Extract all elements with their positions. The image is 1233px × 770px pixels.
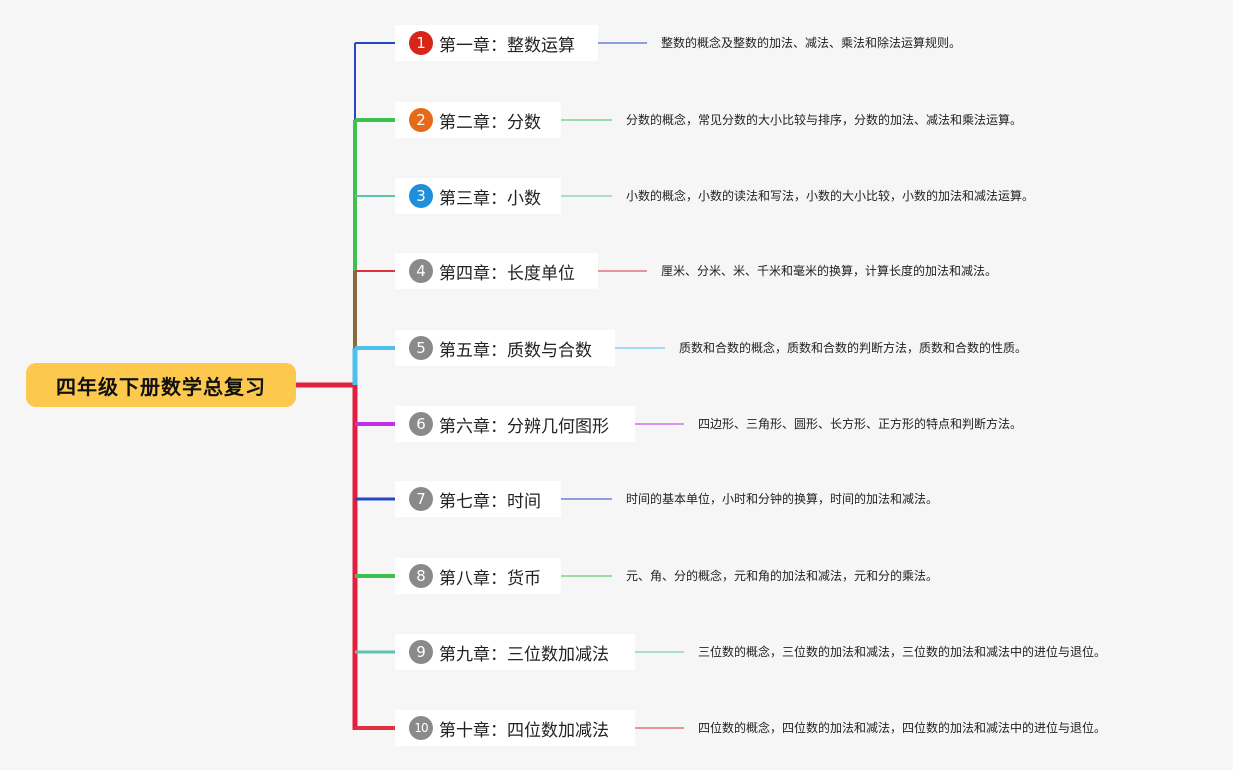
chapter-node-5[interactable]: 5 第五章：质数与合数 [395,330,615,366]
chapter-number-badge: 6 [409,412,433,436]
chapter-node-6[interactable]: 6 第六章：分辨几何图形 [395,406,635,442]
chapter-description-10[interactable]: 四位数的概念，四位数的加法和减法，四位数的加法和减法中的进位与退位。 [698,721,1107,735]
chapter-description-4[interactable]: 厘米、分米、米、千米和毫米的换算，计算长度的加法和减法。 [661,264,998,278]
chapter-title: 第一章：整数运算 [439,35,575,56]
chapter-node-8[interactable]: 8 第八章：货币 [395,558,561,594]
chapter-number-badge: 3 [409,184,433,208]
chapter-title: 第六章：分辨几何图形 [439,416,609,437]
chapter-number-badge: 9 [409,640,433,664]
chapter-node-9[interactable]: 9 第九章：三位数加减法 [395,634,635,670]
chapter-number-badge: 5 [409,336,433,360]
chapter-title: 第九章：三位数加减法 [439,644,609,665]
chapter-title: 第二章：分数 [439,112,541,133]
chapter-node-1[interactable]: 1 第一章：整数运算 [395,25,598,61]
chapter-number-badge: 1 [409,31,433,55]
chapter-title: 第四章：长度单位 [439,263,575,284]
chapter-number-badge: 10 [409,716,433,740]
chapter-description-7[interactable]: 时间的基本单位，小时和分钟的换算，时间的加法和减法。 [626,492,939,506]
chapter-node-4[interactable]: 4 第四章：长度单位 [395,253,598,289]
chapter-number-badge: 8 [409,564,433,588]
chapter-node-3[interactable]: 3 第三章：小数 [395,178,561,214]
chapter-node-2[interactable]: 2 第二章：分数 [395,102,561,138]
chapter-description-9[interactable]: 三位数的概念，三位数的加法和减法，三位数的加法和减法中的进位与退位。 [698,645,1107,659]
root-topic[interactable]: 四年级下册数学总复习 [26,363,296,407]
chapter-title: 第八章：货币 [439,568,541,589]
chapter-title: 第七章：时间 [439,491,541,512]
chapter-description-3[interactable]: 小数的概念，小数的读法和写法，小数的大小比较，小数的加法和减法运算。 [626,189,1035,203]
chapter-description-5[interactable]: 质数和合数的概念，质数和合数的判断方法，质数和合数的性质。 [679,341,1028,355]
chapter-number-badge: 4 [409,259,433,283]
chapter-description-2[interactable]: 分数的概念，常见分数的大小比较与排序，分数的加法、减法和乘法运算。 [626,113,1023,127]
chapter-title: 第十章：四位数加减法 [439,720,609,741]
root-title: 四年级下册数学总复习 [56,374,266,399]
chapter-description-1[interactable]: 整数的概念及整数的加法、减法、乘法和除法运算规则。 [661,36,962,50]
chapter-node-7[interactable]: 7 第七章：时间 [395,481,561,517]
chapter-title: 第三章：小数 [439,188,541,209]
chapter-title: 第五章：质数与合数 [439,340,592,361]
chapter-number-badge: 2 [409,108,433,132]
chapter-description-6[interactable]: 四边形、三角形、圆形、长方形、正方形的特点和判断方法。 [698,417,1023,431]
chapter-number-badge: 7 [409,487,433,511]
chapter-node-10[interactable]: 10 第十章：四位数加减法 [395,710,635,746]
chapter-description-8[interactable]: 元、角、分的概念，元和角的加法和减法，元和分的乘法。 [626,569,939,583]
